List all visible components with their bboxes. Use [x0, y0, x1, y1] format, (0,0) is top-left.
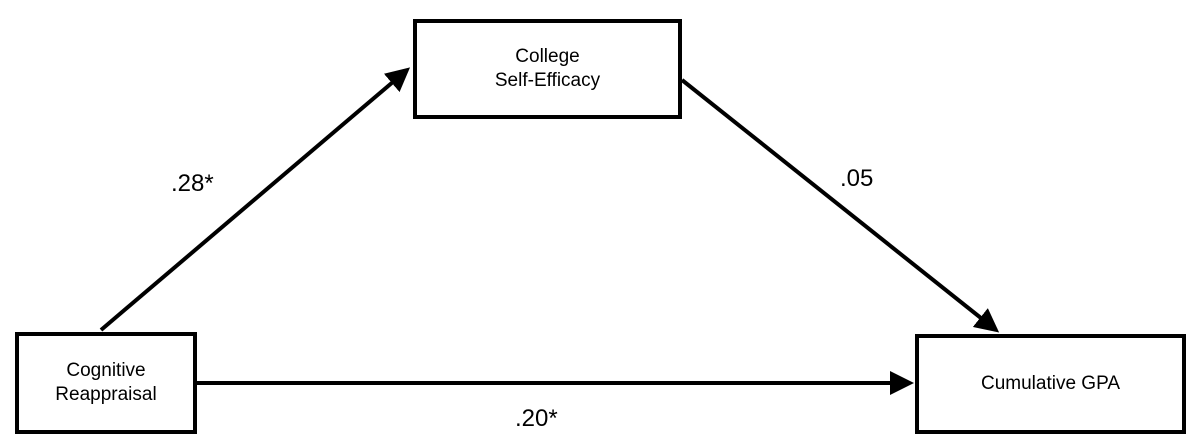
mediator-label-line2: Self-Efficacy [494, 70, 601, 91]
path-c-coefficient: .20* [515, 405, 558, 432]
predictor-label-line2: Reappraisal [55, 384, 157, 405]
predictor-label-line1: Cognitive [66, 360, 146, 381]
mediator-label-line1: College [515, 46, 580, 67]
mediator-label: College Self-Efficacy [495, 45, 600, 93]
path-a-coefficient: .28* [171, 170, 214, 197]
predictor-node: Cognitive Reappraisal [15, 332, 197, 434]
mediator-node: College Self-Efficacy [413, 19, 682, 119]
outcome-label-line1: Cumulative GPA [980, 373, 1121, 394]
path-b-arrow [680, 78, 1000, 333]
path-a-arrow [99, 67, 411, 332]
path-b-coefficient: .05 [840, 165, 874, 192]
outcome-label: Cumulative GPA [981, 372, 1120, 396]
predictor-label: Cognitive Reappraisal [55, 359, 156, 407]
outcome-node: Cumulative GPA [915, 334, 1186, 434]
